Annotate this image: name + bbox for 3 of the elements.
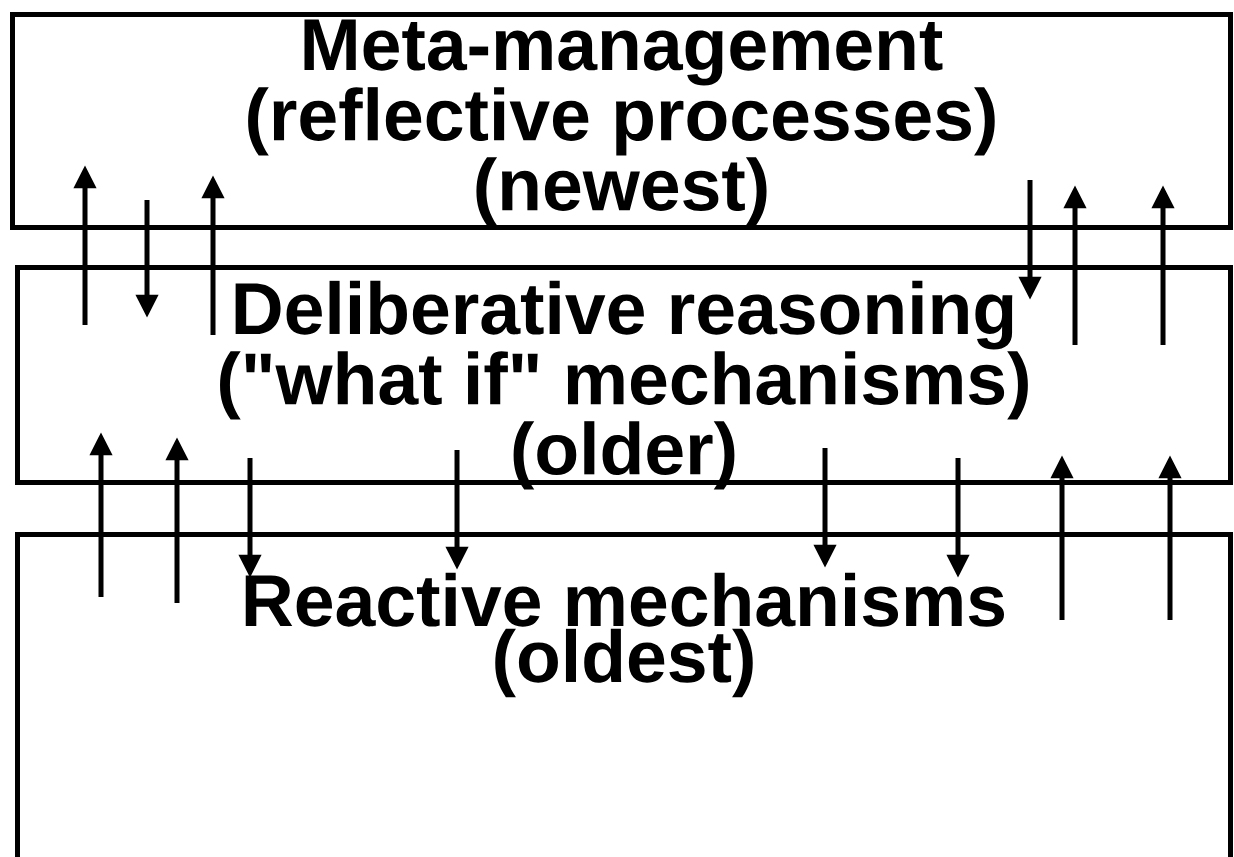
layer-box: Reactive mechanisms (oldest) [15,532,1233,857]
layer-box: Deliberative reasoning ("what if" mechanisms) (older) [15,265,1233,490]
layer-box: Meta-management (reflective processes) (newest) [10,12,1233,230]
